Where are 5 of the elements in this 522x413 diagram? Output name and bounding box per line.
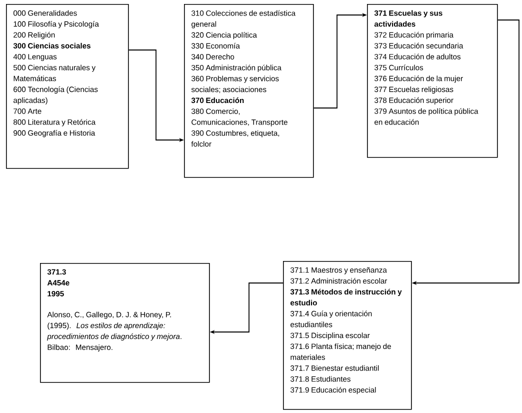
classification-box (6, 4, 129, 169)
classification-box (184, 4, 314, 178)
classification-box (367, 4, 498, 158)
classification-box (283, 261, 412, 410)
classification-box (40, 263, 210, 383)
